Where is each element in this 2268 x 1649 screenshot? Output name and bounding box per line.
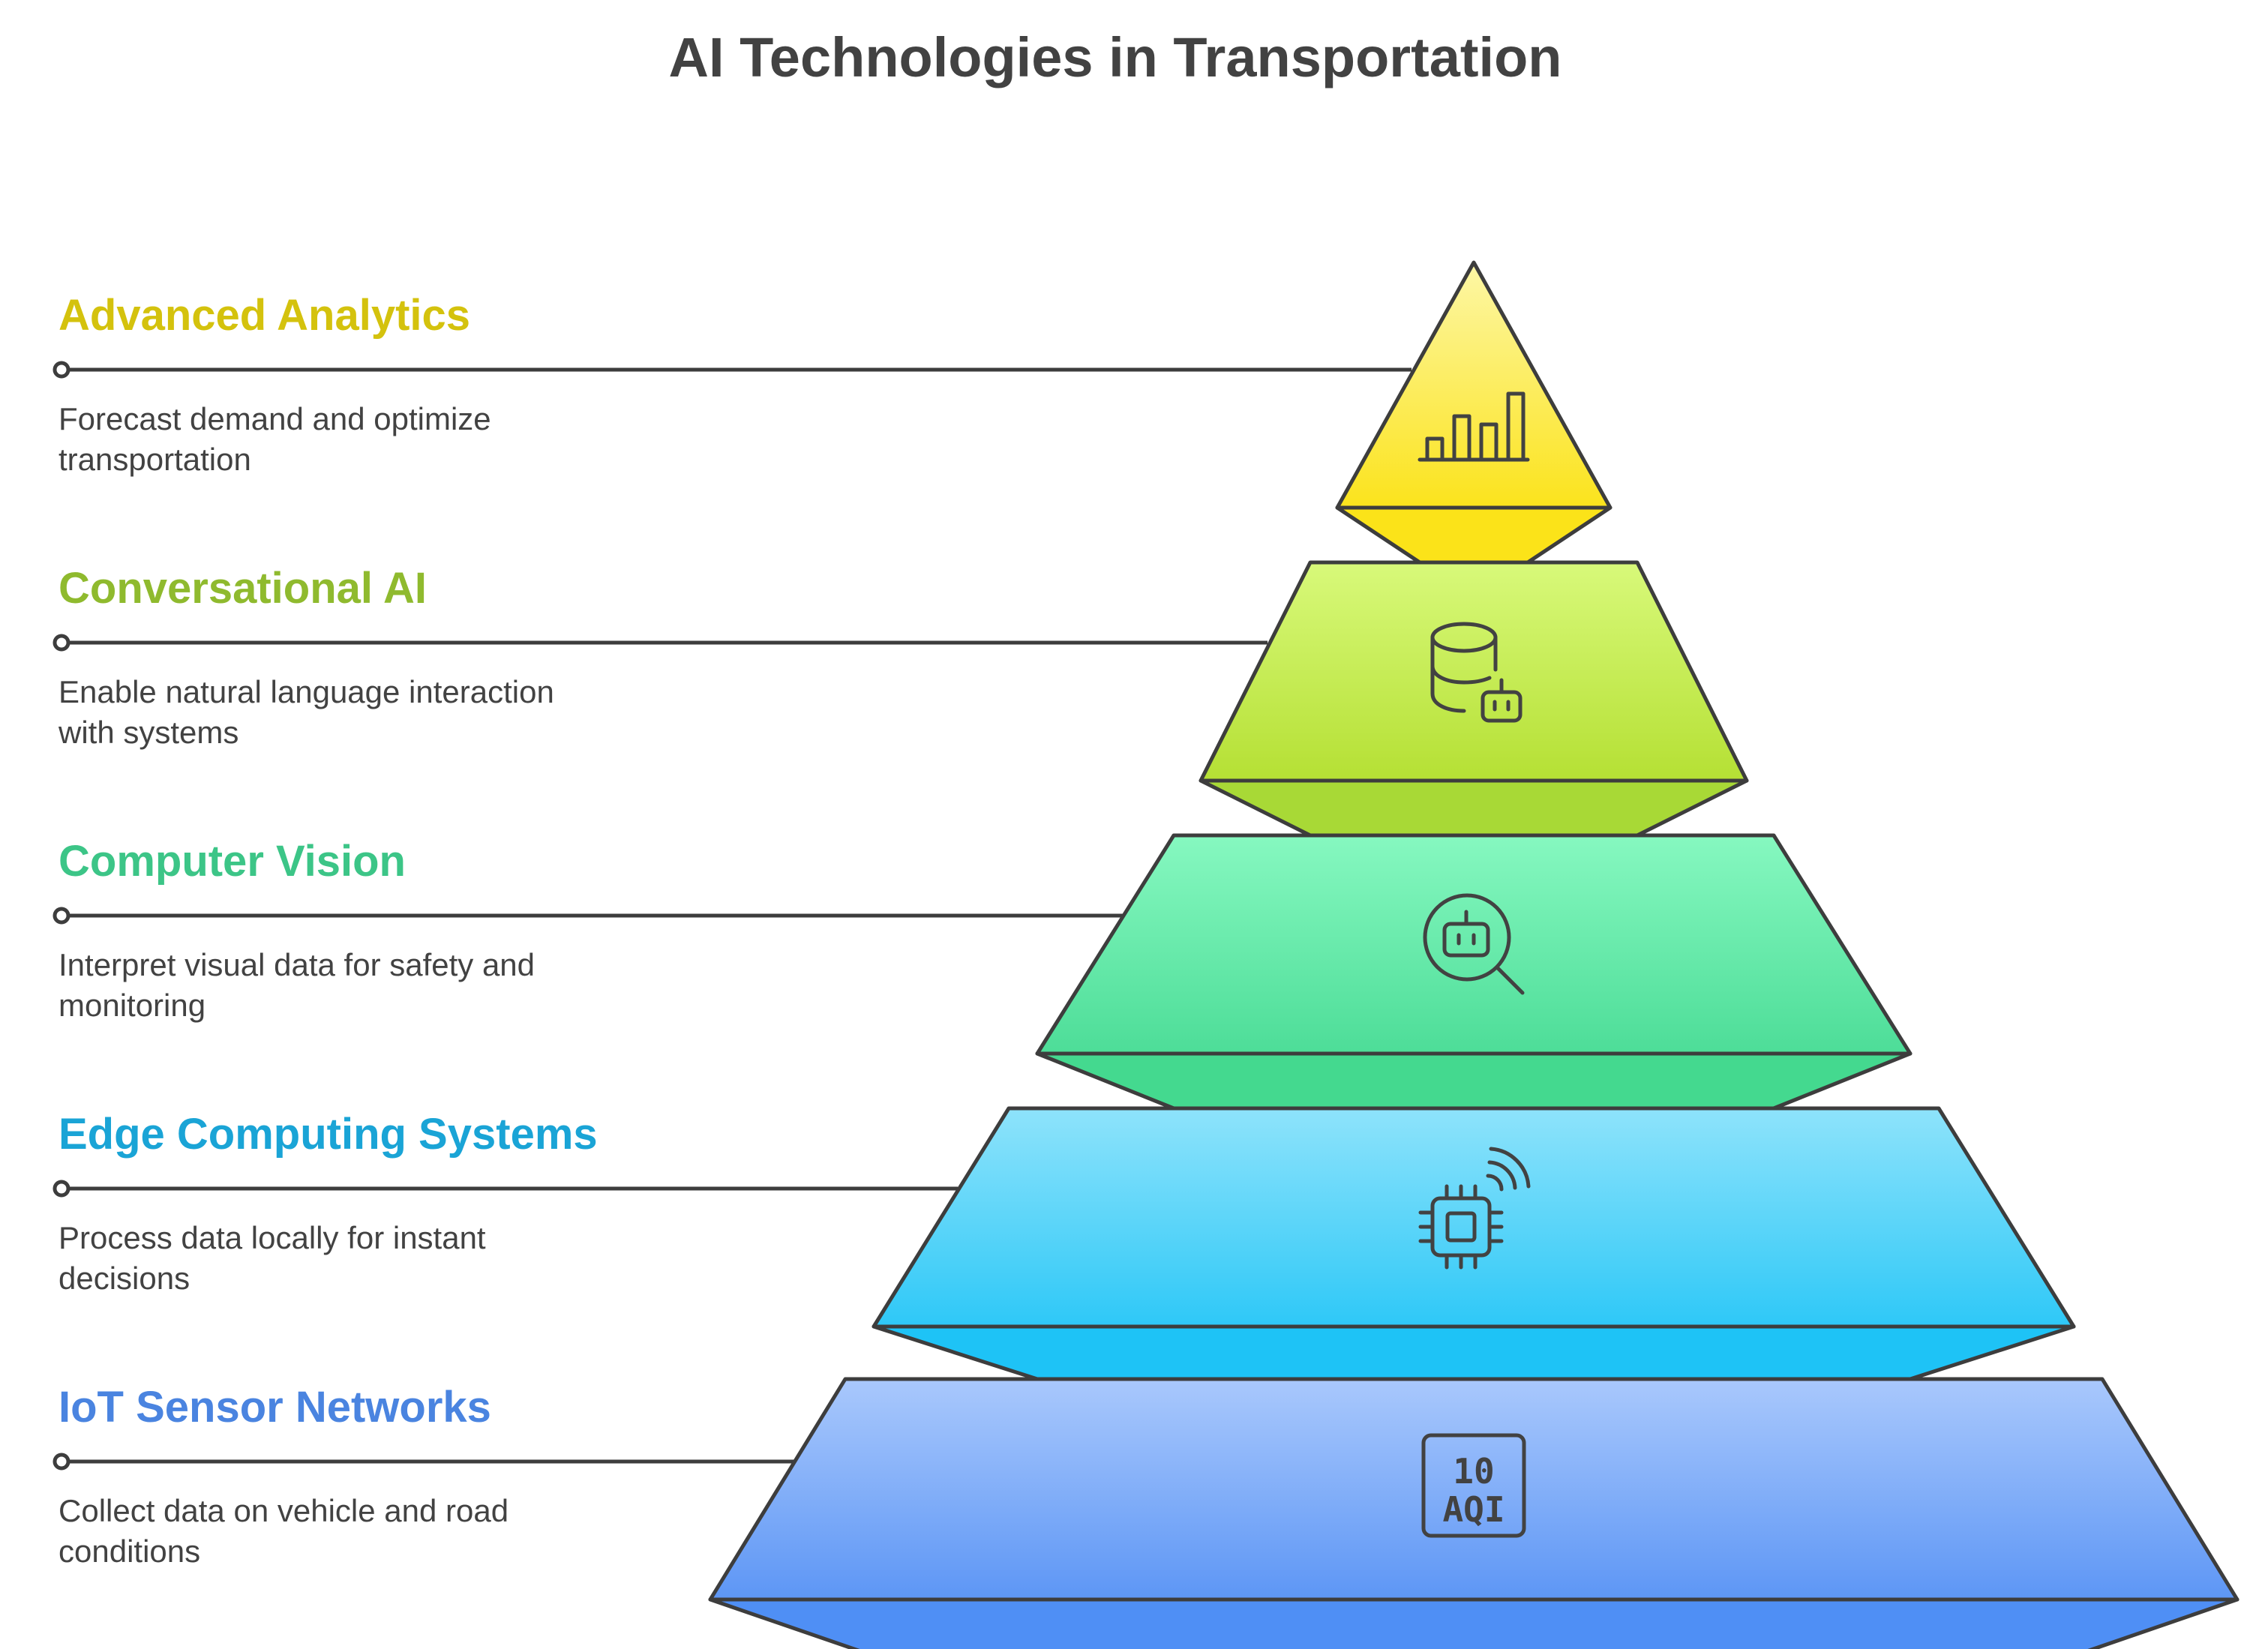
connector-advanced-analytics (52, 361, 1412, 379)
aqi-label: AQI (1442, 1489, 1504, 1530)
page-title: AI Technologies in Transportation (669, 26, 1562, 88)
robot-search-icon (1423, 893, 1525, 995)
level-edge-computing-text: Edge Computing Systems Process data loca… (58, 1110, 598, 1296)
level-title: Computer Vision (58, 837, 406, 886)
bar-chart-icon (1418, 391, 1530, 462)
level-title: Conversational AI (58, 564, 427, 613)
level-desc-line: Enable natural language interaction (58, 674, 554, 709)
level-desc-line: decisions (58, 1261, 190, 1296)
connector-iot-sensor (52, 1453, 796, 1471)
level-computer-vision-text: Computer Vision Interpret visual data fo… (58, 837, 535, 1023)
level-desc-line: Forecast demand and optimize (58, 401, 491, 436)
database-bot-icon (1430, 622, 1522, 723)
aqi-value: 10 (1453, 1451, 1494, 1492)
level-desc-line: transportation (58, 442, 251, 477)
level-desc-line: Collect data on vehicle and road (58, 1493, 508, 1528)
level-title: Advanced Analytics (58, 291, 470, 340)
chip-wireless-icon (1418, 1147, 1531, 1270)
level-advanced-analytics-text: Advanced Analytics Forecast demand and o… (58, 291, 491, 477)
layer-advanced-analytics (1335, 260, 1612, 565)
layer-computer-vision (1035, 833, 1912, 1111)
level-desc-line: with systems (58, 715, 238, 750)
layer-conversational-ai (1198, 560, 1749, 838)
level-title: Edge Computing Systems (58, 1110, 598, 1159)
level-iot-sensor-text: IoT Sensor Networks Collect data on vehi… (58, 1383, 508, 1569)
level-desc-line: monitoring (58, 988, 206, 1023)
connector-computer-vision (52, 907, 1123, 925)
layer-edge-computing (872, 1106, 2076, 1381)
level-conversational-ai-text: Conversational AI Enable natural languag… (58, 564, 554, 750)
level-title: IoT Sensor Networks (58, 1383, 491, 1432)
level-desc-line: conditions (58, 1534, 200, 1569)
connector-edge-computing (52, 1180, 958, 1198)
connector-conversational-ai (52, 634, 1268, 652)
level-desc-line: Interpret visual data for safety and (58, 947, 535, 982)
aqi-sensor-icon: 10 AQI (1421, 1433, 1526, 1538)
level-desc-line: Process data locally for instant (58, 1220, 486, 1255)
layer-iot-sensor (708, 1377, 2240, 1649)
